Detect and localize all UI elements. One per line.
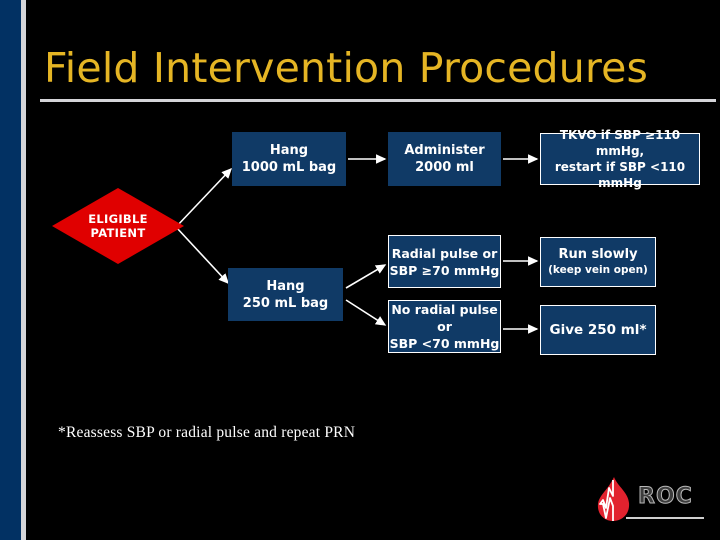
- run-slowly-line1: Run slowly: [558, 247, 638, 262]
- hang-1000-line2: 1000 mL bag: [241, 160, 337, 175]
- edge-hang250-to-radial-no: [345, 299, 387, 326]
- flow-node-radial-pulse-no[interactable]: No radial pulse or SBP <70 mmHg: [388, 300, 501, 353]
- administer-2000-line2: 2000 ml: [415, 160, 474, 175]
- left-accent-divider: [21, 0, 26, 540]
- radial-pulse-yes-line2: SBP ≥70 mmHg: [389, 262, 500, 278]
- administer-2000-line1: Administer: [404, 143, 485, 158]
- flow-node-administer-2000[interactable]: Administer 2000 ml: [388, 132, 501, 186]
- roc-logo: ROC: [592, 474, 704, 526]
- flow-node-radial-pulse-yes[interactable]: Radial pulse or SBP ≥70 mmHg: [388, 235, 501, 288]
- radial-pulse-no-line1: No radial pulse or: [391, 302, 498, 334]
- page-title: Field Intervention Procedures: [44, 44, 649, 92]
- tkvo-line2: restart if SBP <110 mmHg: [554, 160, 686, 190]
- run-slowly-line2: (keep vein open): [548, 264, 648, 276]
- hang-1000-line1: Hang: [269, 143, 309, 158]
- left-accent-bar: [0, 0, 21, 540]
- give-250-line1: Give 250 ml*: [549, 321, 647, 338]
- flow-node-label: ELIGIBLE PATIENT: [52, 188, 184, 264]
- edge-eligible-to-hang1000: [175, 167, 232, 228]
- eligible-patient-line1: ELIGIBLE: [88, 212, 148, 226]
- title-underline: [40, 99, 716, 102]
- tkvo-line1: TKVO if SBP ≥110 mmHg,: [559, 128, 681, 158]
- eligible-patient-line2: PATIENT: [90, 226, 146, 240]
- footnote-text: *Reassess SBP or radial pulse and repeat…: [58, 424, 356, 441]
- radial-pulse-no-line2: SBP <70 mmHg: [389, 336, 500, 351]
- flow-node-eligible-patient[interactable]: ELIGIBLE PATIENT: [52, 188, 184, 264]
- hang-250-line1: Hang: [266, 278, 305, 294]
- flow-node-hang-1000[interactable]: Hang 1000 mL bag: [232, 132, 346, 186]
- edge-hang250-to-radial-yes: [345, 264, 387, 289]
- flame-icon: [597, 477, 630, 521]
- flow-node-tkvo[interactable]: TKVO if SBP ≥110 mmHg, restart if SBP <1…: [540, 128, 700, 190]
- hang-250-line2: 250 mL bag: [242, 295, 329, 311]
- edge-eligible-to-hang250: [175, 226, 229, 285]
- logo-underline: [626, 517, 704, 519]
- logo-wordmark: ROC: [638, 484, 693, 510]
- radial-pulse-yes-line1: Radial pulse or: [391, 245, 498, 261]
- flow-node-hang-250[interactable]: Hang 250 mL bag: [228, 268, 343, 321]
- flow-node-run-slowly[interactable]: Run slowly (keep vein open): [540, 237, 656, 287]
- flow-node-give-250[interactable]: Give 250 ml*: [540, 305, 656, 355]
